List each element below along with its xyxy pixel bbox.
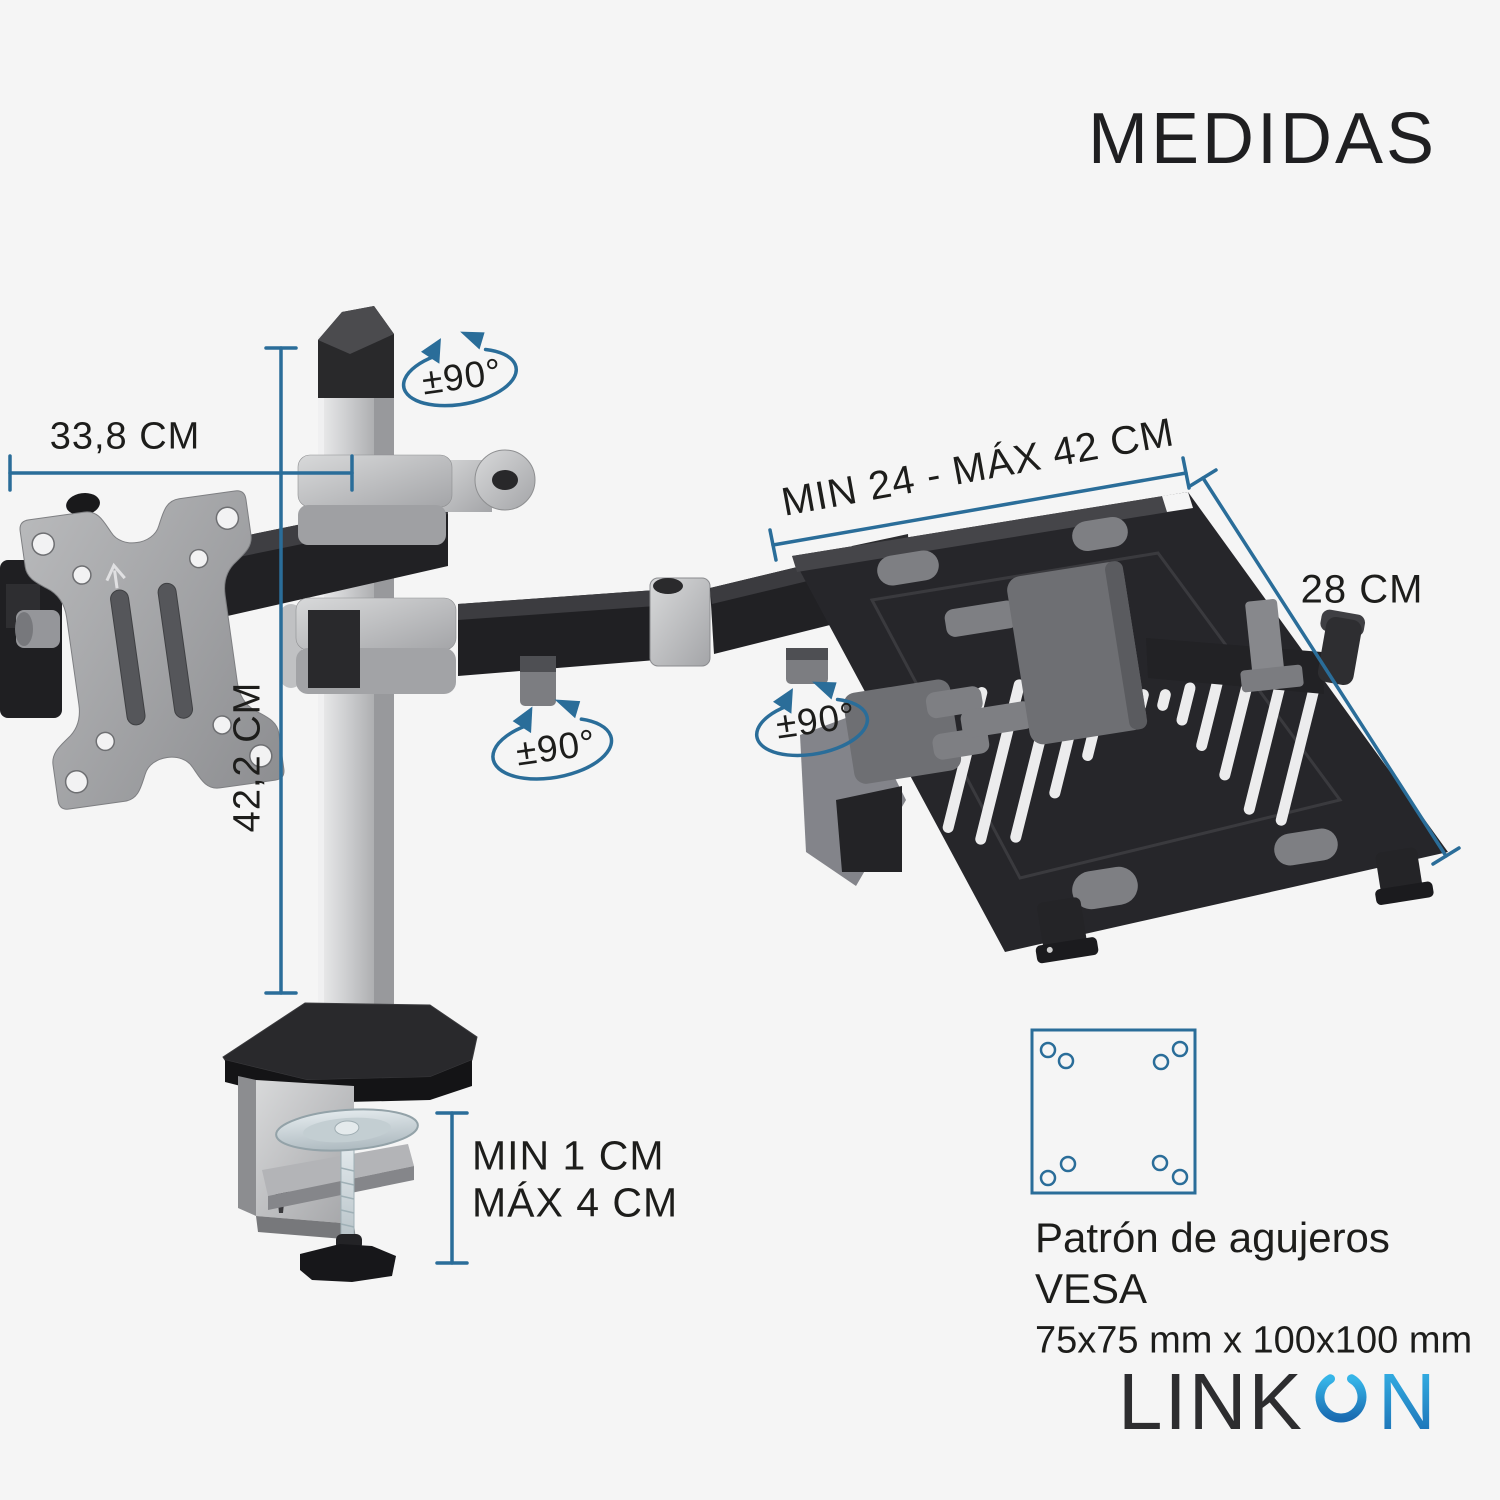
right-grip [944,561,1148,745]
dimension-line-clamp-range [435,1111,469,1265]
logo-text-prefix: LINK [1118,1357,1304,1446]
dimension-label-tray-depth: 28 CM [1300,567,1424,612]
logo-text-suffix: N [1377,1357,1438,1446]
dimension-line-pole-height [264,346,298,995]
laptop-tray [792,492,1448,964]
vesa-hole-pattern-icon [1030,1028,1197,1195]
rotation-arrow-icon [491,699,614,781]
laptop-arm [280,534,914,706]
vesa-pattern-text-line3: 75x75 mm x 100x100 mm [1035,1319,1473,1362]
page-title: MEDIDAS [1088,99,1438,179]
rubber-pads [877,516,1338,910]
desk-clamp [222,1002,478,1282]
vesa-pattern-text-line1: Patrón de agujeros [1035,1214,1390,1261]
linkon-logo: LINK N [1118,1357,1438,1446]
dimension-line-arm-length [8,454,354,492]
vesa-pattern-text-line2: VESA [1035,1265,1148,1312]
monitor-arm-end-joint [0,560,62,718]
power-icon [1315,1357,1367,1423]
vesa-monitor-plate [19,490,285,810]
rotation-arrow-icon [754,681,870,758]
dimension-label-clamp-min: MIN 1 CM [472,1132,665,1179]
bottom-hooks [1035,847,1434,964]
dimension-label-clamp-max: MÁX 4 CM [472,1179,679,1226]
dimension-line-tray-depth [1188,468,1461,866]
clamp-spinner-disc [275,1108,419,1152]
dimension-label-arm-length: 33,8 CM [49,415,201,458]
dimension-line-tray-width [768,456,1191,562]
clamp-knob [300,1234,396,1282]
dimension-label-pole-height: 42,2 CM [226,681,269,833]
desk-mount-product [0,306,1448,1282]
side-holder-hook [1146,598,1366,694]
rotation-arrow-icon [401,331,518,408]
up-arrow-marking [105,562,126,589]
